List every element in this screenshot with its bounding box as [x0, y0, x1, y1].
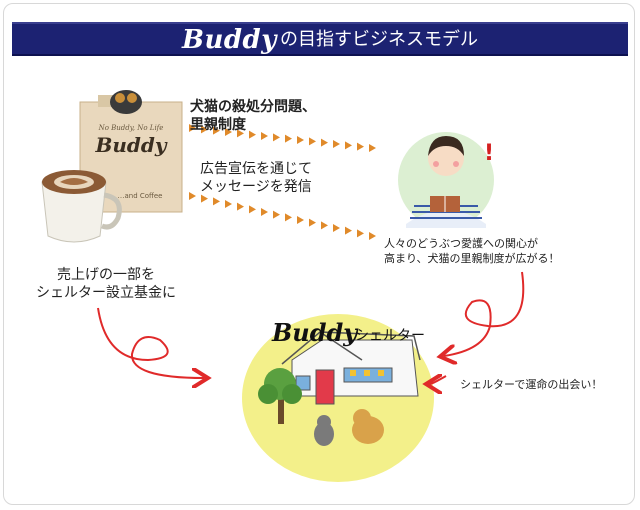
- triangle-dot: [201, 125, 208, 134]
- bag-logo: Buddy: [94, 133, 167, 157]
- triangle-dot: [201, 194, 208, 203]
- advertising-line-1: 広告宣伝を通じて: [200, 161, 312, 177]
- triangle-dot: [357, 142, 364, 151]
- triangle-dot: [333, 224, 340, 232]
- shelter-label: シェルター: [355, 328, 425, 344]
- triangle-dot: [369, 232, 376, 240]
- red-arrow-encounter: [430, 376, 447, 384]
- awareness-line-1: 犬猫の殺処分問題、: [190, 99, 316, 115]
- dog-icon: [110, 90, 142, 114]
- red-arrow-interest: [444, 271, 525, 356]
- triangle-arrow-advertising: [189, 192, 376, 240]
- triangle-dot: [357, 229, 364, 238]
- interest-text: 人々のどうぶつ愛護への関心が 高まり、犬猫の里親制度が広がる！: [384, 236, 560, 266]
- shelter-logo: Buddy: [272, 318, 358, 347]
- triangle-dot: [225, 128, 232, 136]
- triangle-dot: [189, 192, 196, 200]
- triangle-dot: [309, 137, 316, 146]
- triangle-dot: [321, 221, 328, 230]
- banner-logo: Buddy: [182, 25, 277, 55]
- tree-illustration: [258, 368, 302, 424]
- interest-line-1: 人々のどうぶつ愛護への関心が: [384, 237, 538, 250]
- dog-illustration: [352, 409, 384, 444]
- red-arrow-sales: [97, 307, 204, 378]
- cat-illustration: [314, 415, 334, 446]
- bag-tagline: No Buddy, No Life: [98, 124, 164, 132]
- triangle-dot: [285, 134, 292, 143]
- triangle-dot: [369, 144, 376, 152]
- advertising-line-2: メッセージを発信: [200, 179, 312, 195]
- shelter-house-illustration: [281, 331, 421, 405]
- triangle-dot: [309, 218, 316, 227]
- triangle-dot: [333, 140, 340, 148]
- triangle-dot: [249, 205, 256, 214]
- awareness-line-2: 里親制度: [190, 117, 246, 133]
- bag-sub: …and Coffee: [117, 192, 162, 200]
- banner-title: の目指すビジネスモデル: [280, 29, 478, 50]
- triangle-dot: [285, 213, 292, 222]
- advertising-text: 広告宣伝を通じて メッセージを発信: [200, 160, 312, 196]
- triangle-dot: [261, 132, 268, 140]
- encounter-text: シェルターで運命の出会い！: [460, 378, 603, 391]
- interest-line-2: 高まり、犬猫の里親制度が広がる！: [384, 252, 560, 265]
- triangle-dot: [321, 138, 328, 147]
- triangle-arrow-awareness: [189, 124, 376, 152]
- awareness-text: 犬猫の殺処分問題、 里親制度: [190, 98, 316, 134]
- triangle-dot: [225, 200, 232, 208]
- triangle-dot: [213, 126, 220, 135]
- exclamation-icon: !: [484, 141, 494, 166]
- triangle-dot: [189, 124, 196, 132]
- sales-line-1: 売上げの一部を: [57, 267, 155, 283]
- triangle-dot: [237, 129, 244, 138]
- person-illustration: !: [398, 132, 494, 228]
- triangle-dot: [297, 216, 304, 224]
- triangle-dot: [273, 133, 280, 142]
- sales-text: 売上げの一部を シェルター設立基金に: [36, 266, 176, 302]
- triangle-dot: [249, 130, 256, 139]
- header-banner: Buddy の目指すビジネスモデル: [12, 22, 628, 56]
- triangle-dot: [345, 226, 352, 235]
- triangle-dot: [213, 197, 220, 206]
- sales-line-2: シェルター設立基金に: [36, 285, 176, 301]
- latte-cup-illustration: [41, 170, 122, 243]
- triangle-dot: [297, 136, 304, 144]
- triangle-dot: [273, 210, 280, 219]
- triangle-dot: [345, 141, 352, 150]
- triangle-dot: [237, 202, 244, 211]
- triangle-dot: [261, 208, 268, 216]
